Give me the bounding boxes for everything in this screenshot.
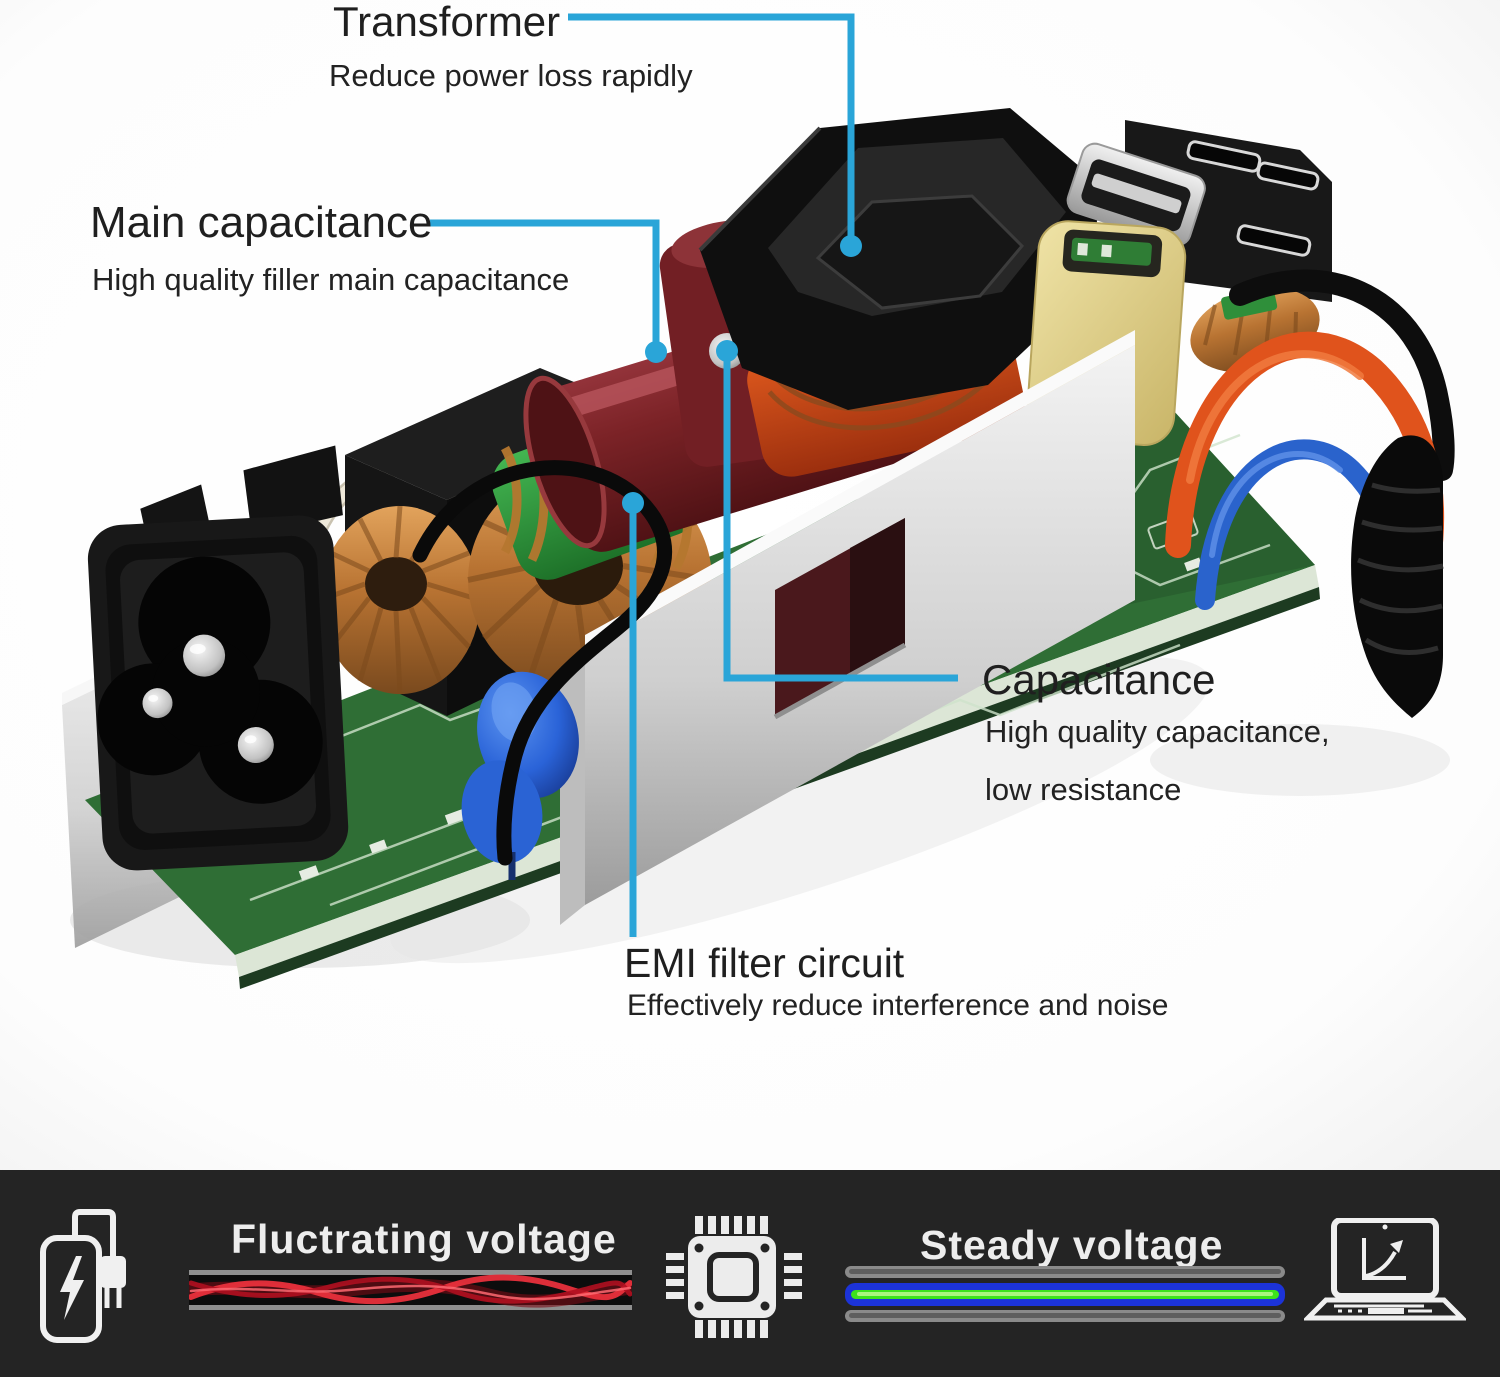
- annotation-main-capacitance: Main capacitance High quality filler mai…: [90, 198, 570, 298]
- charger-battery-icon: [40, 1209, 126, 1343]
- main-capacitance-leader-line: [430, 219, 660, 346]
- bottom-banner: Fluctrating voltage: [0, 1170, 1500, 1377]
- capacitance-subtitle-line1: High quality capacitance,: [985, 714, 1330, 750]
- cloverleaf-recess: [97, 556, 323, 804]
- annotation-emi-filter: EMI filter circuit Effectively reduce in…: [624, 940, 1169, 1024]
- inlet-pins: [142, 634, 274, 764]
- leader-lines: [430, 13, 958, 937]
- adapter-internals-photo: [0, 0, 1500, 1170]
- fluctuating-voltage-label: Fluctrating voltage: [231, 1216, 617, 1262]
- annotation-capacitance: Capacitance High quality capacitance, lo…: [982, 656, 1330, 807]
- main-capacitance-title: Main capacitance: [90, 198, 433, 247]
- steady-voltage-label: Steady voltage: [920, 1222, 1224, 1268]
- transformer-title: Transformer: [333, 0, 561, 45]
- usb-port: [1066, 142, 1206, 246]
- main-capacitance-leader-dot: [645, 341, 667, 363]
- metal-shield-plate: [560, 330, 1135, 925]
- capacitance-leader-line: [723, 360, 958, 682]
- transformer-leader-line: [568, 13, 855, 240]
- transformer-subtitle: Reduce power loss rapidly: [329, 58, 693, 94]
- black-input-wire: [412, 460, 673, 866]
- main-capacitance-subtitle: High quality filler main capacitance: [92, 262, 570, 298]
- fluctuating-voltage-bar: [189, 1270, 632, 1310]
- transformer-leader-dot: [840, 235, 862, 257]
- emi-leader-dot: [622, 492, 644, 514]
- steady-voltage-bar: [845, 1266, 1285, 1322]
- laptop-chart-icon: [1304, 1218, 1466, 1321]
- emi-filter-title: EMI filter circuit: [624, 940, 905, 986]
- capacitance-subtitle-line2: low resistance: [985, 771, 1182, 807]
- emi-filter-subtitle: Effectively reduce interference and nois…: [627, 989, 1169, 1023]
- cpu-chip-icon: [666, 1216, 802, 1338]
- annotation-transformer: Transformer Reduce power loss rapidly: [329, 0, 693, 94]
- black-output-wire: [1229, 269, 1455, 481]
- cable-strain-relief: [1351, 435, 1444, 718]
- capacitance-leader-dot: [716, 340, 738, 362]
- power-inlet: [87, 445, 349, 871]
- capacitance-title: Capacitance: [982, 656, 1216, 703]
- left-toroid-coil: [319, 505, 481, 695]
